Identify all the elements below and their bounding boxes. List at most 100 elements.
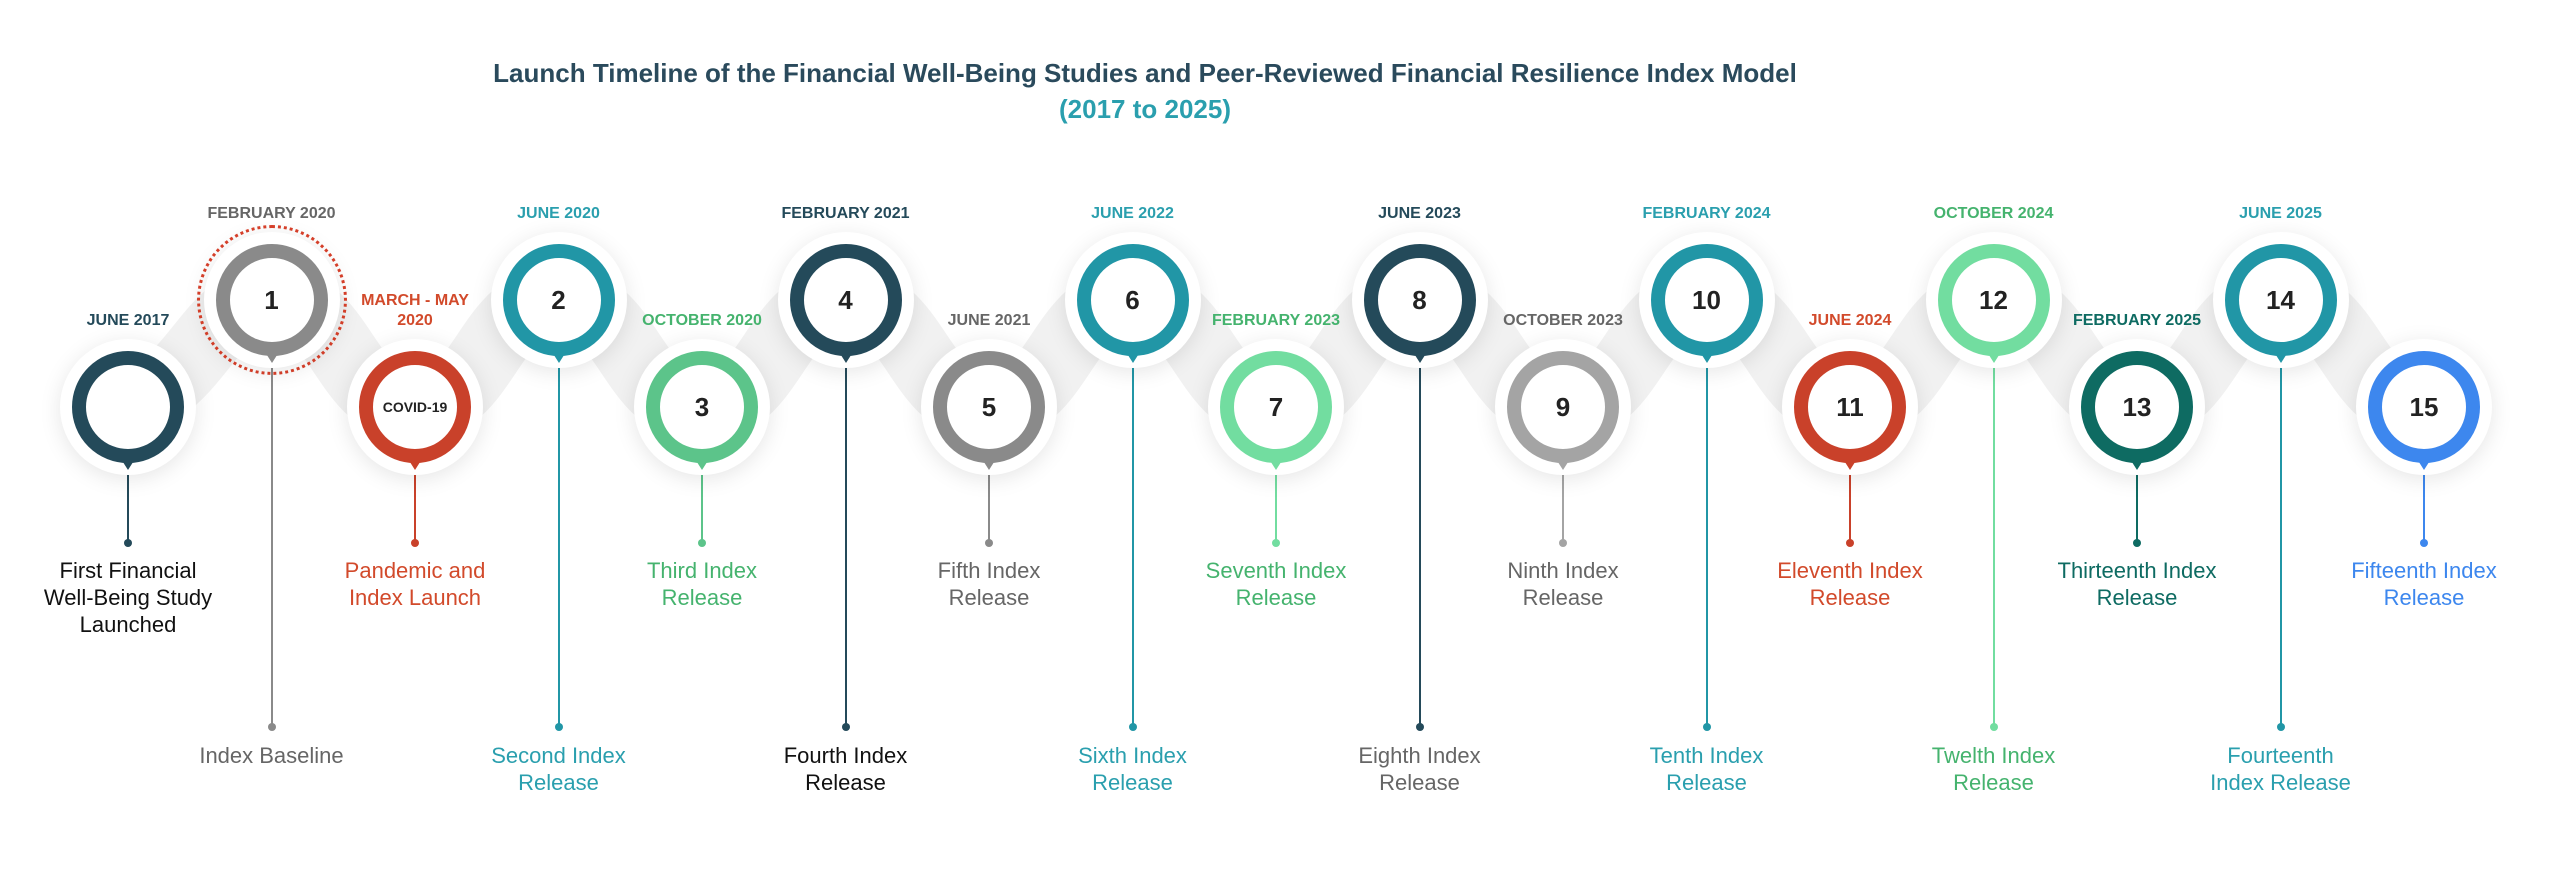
milestone-number: 12	[1979, 284, 2008, 315]
milestone-ring: 7	[1220, 351, 1332, 463]
milestone-label: Pandemic and Index Launch	[344, 558, 486, 610]
milestone-date: OCTOBER 2023	[1503, 312, 1623, 329]
milestone-date: MARCH - MAY 2020	[361, 292, 469, 329]
milestone-ring: 1	[215, 244, 328, 356]
milestone-number: 13	[2122, 391, 2152, 422]
milestone-stem	[127, 463, 129, 543]
milestone-pointer	[1269, 459, 1283, 470]
milestone-date: FEBRUARY 2025	[2072, 312, 2202, 329]
milestone-dot	[1989, 723, 1998, 731]
milestone-ring: 12	[1937, 244, 2050, 356]
milestone-label: Sixth Index Release	[1078, 743, 1187, 795]
milestone-label: Seventh Index Release	[1205, 558, 1347, 610]
milestone-date: JUNE 2017	[86, 312, 170, 329]
milestone-label: Eleventh Index Release	[1777, 558, 1923, 610]
milestone-stem	[557, 356, 560, 727]
milestone-date: OCTOBER 2024	[1933, 205, 2054, 222]
milestone-dot	[554, 723, 563, 731]
milestone-dot	[1272, 539, 1280, 547]
milestone-ring	[72, 351, 184, 463]
milestone-label: Eighth Index Release	[1358, 743, 1481, 795]
milestone-number: 4	[838, 284, 853, 315]
milestone-dot	[1415, 723, 1424, 731]
milestone-dot	[1559, 539, 1567, 547]
milestone-stem	[988, 463, 990, 543]
milestone-number: 7	[1268, 391, 1284, 422]
milestone-label: Fourteenth Index Release	[2210, 743, 2351, 795]
milestone-dot	[1128, 723, 1137, 731]
milestone-pointer	[264, 352, 279, 363]
milestone-date: JUNE 2021	[947, 312, 1031, 329]
milestone-label: Tenth Index Release	[1649, 743, 1764, 795]
milestone-label: First Financial Well-Being Study Launche…	[43, 558, 213, 637]
milestone-stem	[2279, 356, 2282, 727]
milestone-date: JUNE 2023	[1378, 205, 1461, 222]
milestone-stem	[270, 356, 273, 727]
milestone-stem	[414, 463, 416, 543]
milestone-number: 14	[2266, 284, 2295, 315]
milestone-stem	[2423, 463, 2425, 543]
milestone-ring: 14	[2224, 244, 2337, 356]
milestone-highlight-ring	[196, 225, 347, 375]
milestone-label: Thirteenth Index Release	[2057, 558, 2217, 610]
milestone-label: Second Index Release	[491, 743, 626, 795]
milestone-number: 15	[2409, 391, 2439, 422]
milestone-dot	[698, 539, 706, 547]
milestone-date: JUNE 2024	[1808, 312, 1892, 329]
milestone-ring: 6	[1076, 244, 1189, 356]
milestone-label: Fifteenth Index Release	[2351, 558, 2497, 610]
milestone-stem	[844, 356, 847, 727]
milestone-dot	[267, 723, 276, 731]
milestone-ring: 3	[646, 351, 758, 463]
milestone-stem	[1131, 356, 1134, 727]
milestone-pointer	[1699, 352, 1714, 363]
milestone-label: Ninth Index Release	[1507, 558, 1619, 610]
milestone-number: COVID-19	[382, 399, 448, 415]
milestone-pointer	[2273, 352, 2288, 363]
milestone-pointer	[1556, 459, 1570, 470]
milestone-ring: 2	[502, 244, 615, 356]
milestone-dot	[1702, 723, 1711, 731]
milestone-stem	[1992, 356, 1995, 727]
milestone-pointer	[695, 459, 709, 470]
milestone-pointer	[982, 459, 996, 470]
milestone-number: 6	[1125, 284, 1140, 315]
milestone-label: Third Index Release	[646, 558, 758, 610]
milestone-ring: 10	[1650, 244, 1763, 356]
milestone-pointer	[551, 352, 566, 363]
milestone-dot	[411, 539, 419, 547]
milestone-label: Fourth Index Release	[783, 743, 908, 795]
milestone-stem	[1705, 356, 1708, 727]
milestone-pointer	[1412, 352, 1427, 363]
milestone-number: 1	[264, 284, 279, 315]
milestone-date: FEBRUARY 2023	[1211, 312, 1341, 329]
milestone-pointer	[2417, 459, 2431, 470]
chart-subtitle: (2017 to 2025)	[1059, 94, 1231, 124]
milestone-dot	[985, 539, 993, 547]
milestone-number: 11	[1836, 391, 1864, 422]
milestone-number: 9	[1555, 391, 1571, 422]
milestone-pointer	[408, 459, 422, 470]
milestone-dot	[2276, 723, 2285, 731]
milestone-pointer	[838, 352, 853, 363]
milestone-label: Index Baseline	[199, 743, 344, 768]
milestone-dot	[124, 539, 132, 547]
milestone-number: 2	[551, 284, 566, 315]
milestone-ring: 8	[1363, 244, 1476, 356]
milestone-number: 10	[1692, 284, 1721, 315]
milestone-ring: 4	[789, 244, 902, 356]
milestone-ring: 9	[1507, 351, 1619, 463]
milestone-ring: 13	[2081, 351, 2193, 463]
milestone-pointer	[1125, 352, 1140, 363]
milestone-dot	[2133, 539, 2141, 547]
milestone-label: Fifth Index Release	[937, 558, 1041, 610]
milestone-dot	[2420, 539, 2428, 547]
milestone-number: 5	[981, 391, 997, 422]
milestone-ring: 11	[1794, 351, 1906, 463]
chart-title: Launch Timeline of the Financial Well-Be…	[493, 58, 1797, 88]
milestone-dot	[1846, 539, 1854, 547]
milestone-stem	[1418, 356, 1421, 727]
milestone-date: FEBRUARY 2021	[781, 205, 910, 222]
milestone-date: OCTOBER 2020	[642, 312, 762, 329]
